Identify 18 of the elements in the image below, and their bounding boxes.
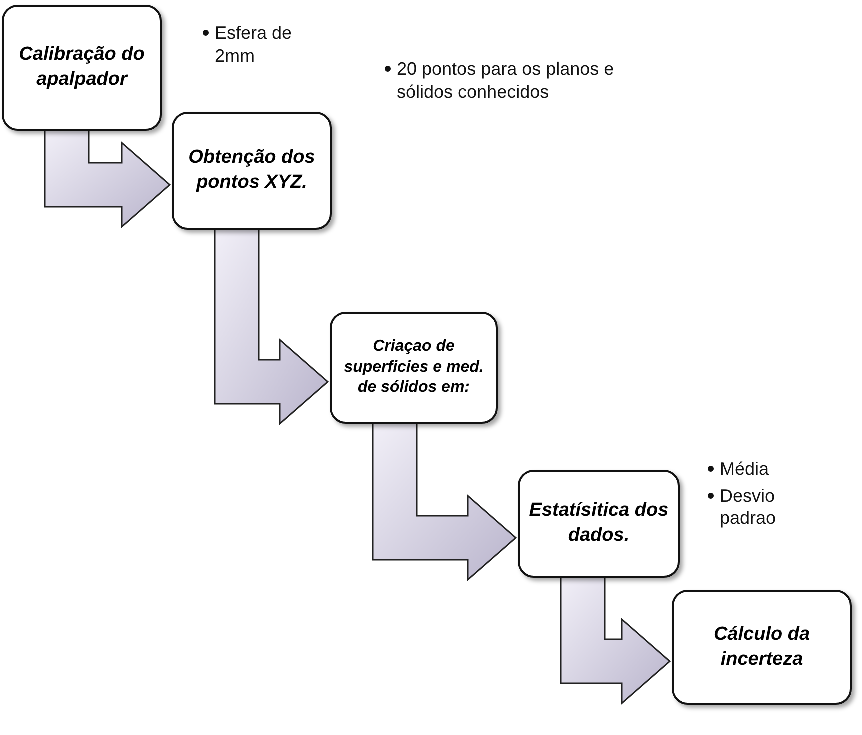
process-box	[672, 590, 852, 705]
block-arrow	[372, 421, 518, 582]
process-box	[330, 312, 498, 424]
bullet-text: Desvio padrao	[720, 486, 776, 528]
block-arrow	[560, 575, 672, 706]
process-box	[172, 112, 332, 230]
block-arrow	[214, 227, 330, 426]
bullet-text: 20 pontos para os planos e sólidos conhecidos	[397, 59, 614, 102]
process-box	[2, 5, 162, 131]
step-title: Estatísitica dos dados.	[528, 499, 670, 548]
step-title: Calibração do apalpador	[18, 43, 146, 92]
step-title: Criaçao de superficies e med. de sólidos em:	[343, 336, 485, 398]
step-title: Cálculo da incerteza	[712, 622, 812, 672]
bullet-text: Esfera de 2mm	[215, 23, 292, 66]
process-box	[518, 470, 680, 578]
block-arrow	[44, 128, 172, 229]
bullet-text: Média	[720, 459, 770, 479]
step-title: Obtenção dos pontos XYZ.	[188, 146, 316, 195]
